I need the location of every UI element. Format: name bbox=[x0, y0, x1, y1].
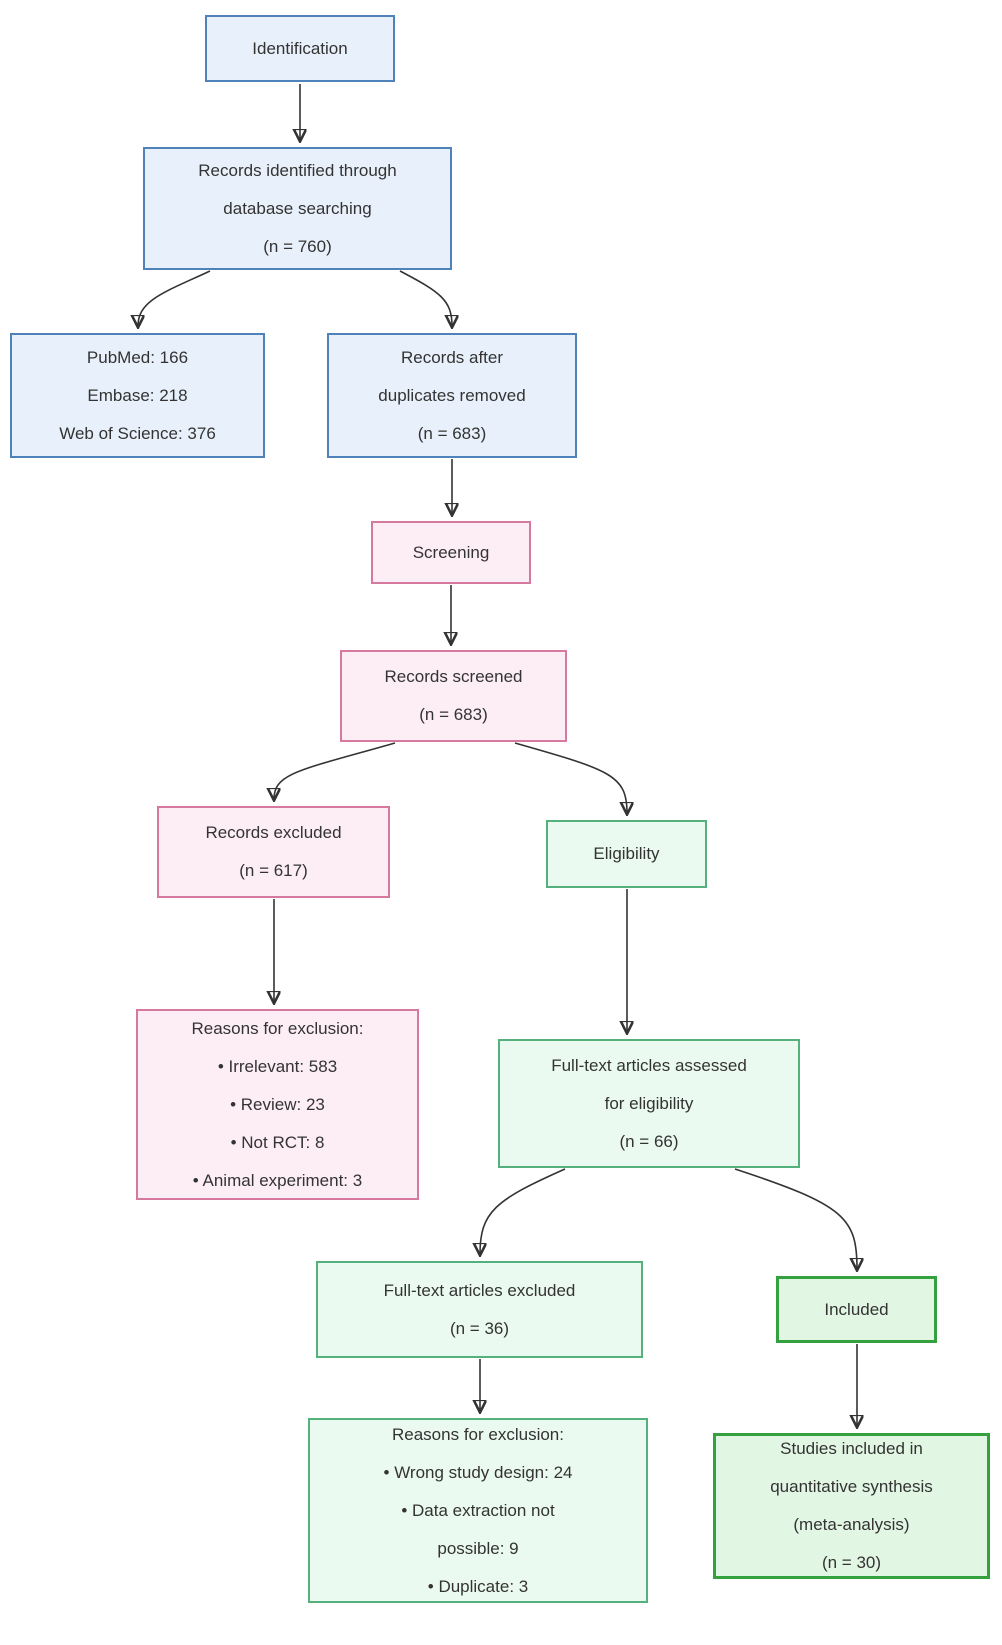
arrow-records-screened-to-records-excluded bbox=[274, 742, 396, 799]
node-text-line: (n = 36) bbox=[449, 1318, 510, 1338]
node-text-line: (n = 66) bbox=[619, 1131, 679, 1151]
node-text-line: possible: 9 bbox=[437, 1538, 519, 1558]
node-text-line: PubMed: 166 bbox=[86, 347, 189, 367]
node-text-line: (n = 617) bbox=[239, 861, 308, 880]
node-text-line: • Data extraction not bbox=[401, 1500, 555, 1520]
node-text-line: database searching bbox=[223, 198, 372, 218]
node-text-line: Included bbox=[824, 1299, 889, 1319]
node-text-line: Records after bbox=[400, 347, 504, 367]
node-text-line: Records screened bbox=[384, 667, 523, 686]
node-identification: Identification bbox=[205, 15, 395, 82]
node-records-after-duplicates: Records after duplicates removed (n = 683) bbox=[327, 333, 577, 458]
arrow-records-screened-to-eligibility bbox=[514, 742, 627, 813]
node-text-line: Records identified through bbox=[198, 160, 397, 180]
arrow-records-identified-to-duplicates-removed bbox=[399, 270, 452, 326]
node-text-line: for eligibility bbox=[604, 1093, 694, 1113]
node-records-identified: Records identified through database searc… bbox=[143, 147, 452, 270]
node-text-line: Embase: 218 bbox=[87, 385, 188, 405]
node-text-line: Full-text articles excluded bbox=[383, 1280, 576, 1300]
arrow-records-identified-to-databases bbox=[138, 270, 211, 326]
node-records-screened: Records screened (n = 683) bbox=[340, 650, 567, 742]
node-text-line: Studies included in bbox=[780, 1439, 923, 1458]
node-text-line: • Review: 23 bbox=[230, 1094, 325, 1114]
node-reasons-for-exclusion-screening: Reasons for exclusion: • Irrelevant: 583 •… bbox=[136, 1009, 419, 1200]
node-eligibility: Eligibility bbox=[546, 820, 707, 888]
node-text-line: • Animal experiment: 3 bbox=[192, 1170, 363, 1190]
node-text-line: duplicates removed bbox=[378, 385, 526, 405]
node-text-line: Reasons for exclusion: bbox=[191, 1018, 364, 1038]
node-text-line: (n = 30) bbox=[821, 1553, 882, 1572]
node-screening: Screening bbox=[371, 521, 531, 584]
node-text-line: • Not RCT: 8 bbox=[230, 1132, 325, 1152]
node-text-line: (n = 760) bbox=[263, 236, 332, 256]
node-records-excluded: Records excluded (n = 617) bbox=[157, 806, 390, 898]
node-text-line: (n = 683) bbox=[419, 705, 488, 724]
node-text-line: (n = 683) bbox=[417, 423, 487, 443]
node-text-line: quantitative synthesis bbox=[770, 1477, 933, 1496]
node-text-line: • Irrelevant: 583 bbox=[217, 1056, 338, 1076]
node-text-line: Eligibility bbox=[593, 844, 660, 863]
node-reasons-for-exclusion-fulltext: Reasons for exclusion: • Wrong study desi… bbox=[308, 1418, 648, 1603]
node-included: Included bbox=[776, 1276, 937, 1343]
node-text-line: Screening bbox=[412, 542, 490, 562]
node-text-line: Web of Science: 376 bbox=[59, 423, 216, 443]
node-fulltext-articles-excluded: Full-text articles excluded (n = 36) bbox=[316, 1261, 643, 1358]
node-text-line: Identification bbox=[252, 38, 348, 58]
node-text-line: Full-text articles assessed bbox=[551, 1055, 747, 1075]
node-text-line: Records excluded bbox=[205, 823, 342, 842]
arrow-fulltext-assessed-to-fulltext-excluded bbox=[480, 1168, 566, 1254]
arrow-fulltext-assessed-to-included bbox=[734, 1168, 857, 1269]
node-text-line: • Duplicate: 3 bbox=[427, 1576, 529, 1596]
node-text-line: • Wrong study design: 24 bbox=[383, 1462, 573, 1482]
node-text-line: (meta-analysis) bbox=[793, 1515, 910, 1534]
node-fulltext-articles-assessed: Full-text articles assessed for eligibili… bbox=[498, 1039, 800, 1168]
node-text-line: Reasons for exclusion: bbox=[392, 1424, 564, 1444]
node-studies-included-meta-analysis: Studies included in quantitative synthesi… bbox=[713, 1433, 990, 1579]
